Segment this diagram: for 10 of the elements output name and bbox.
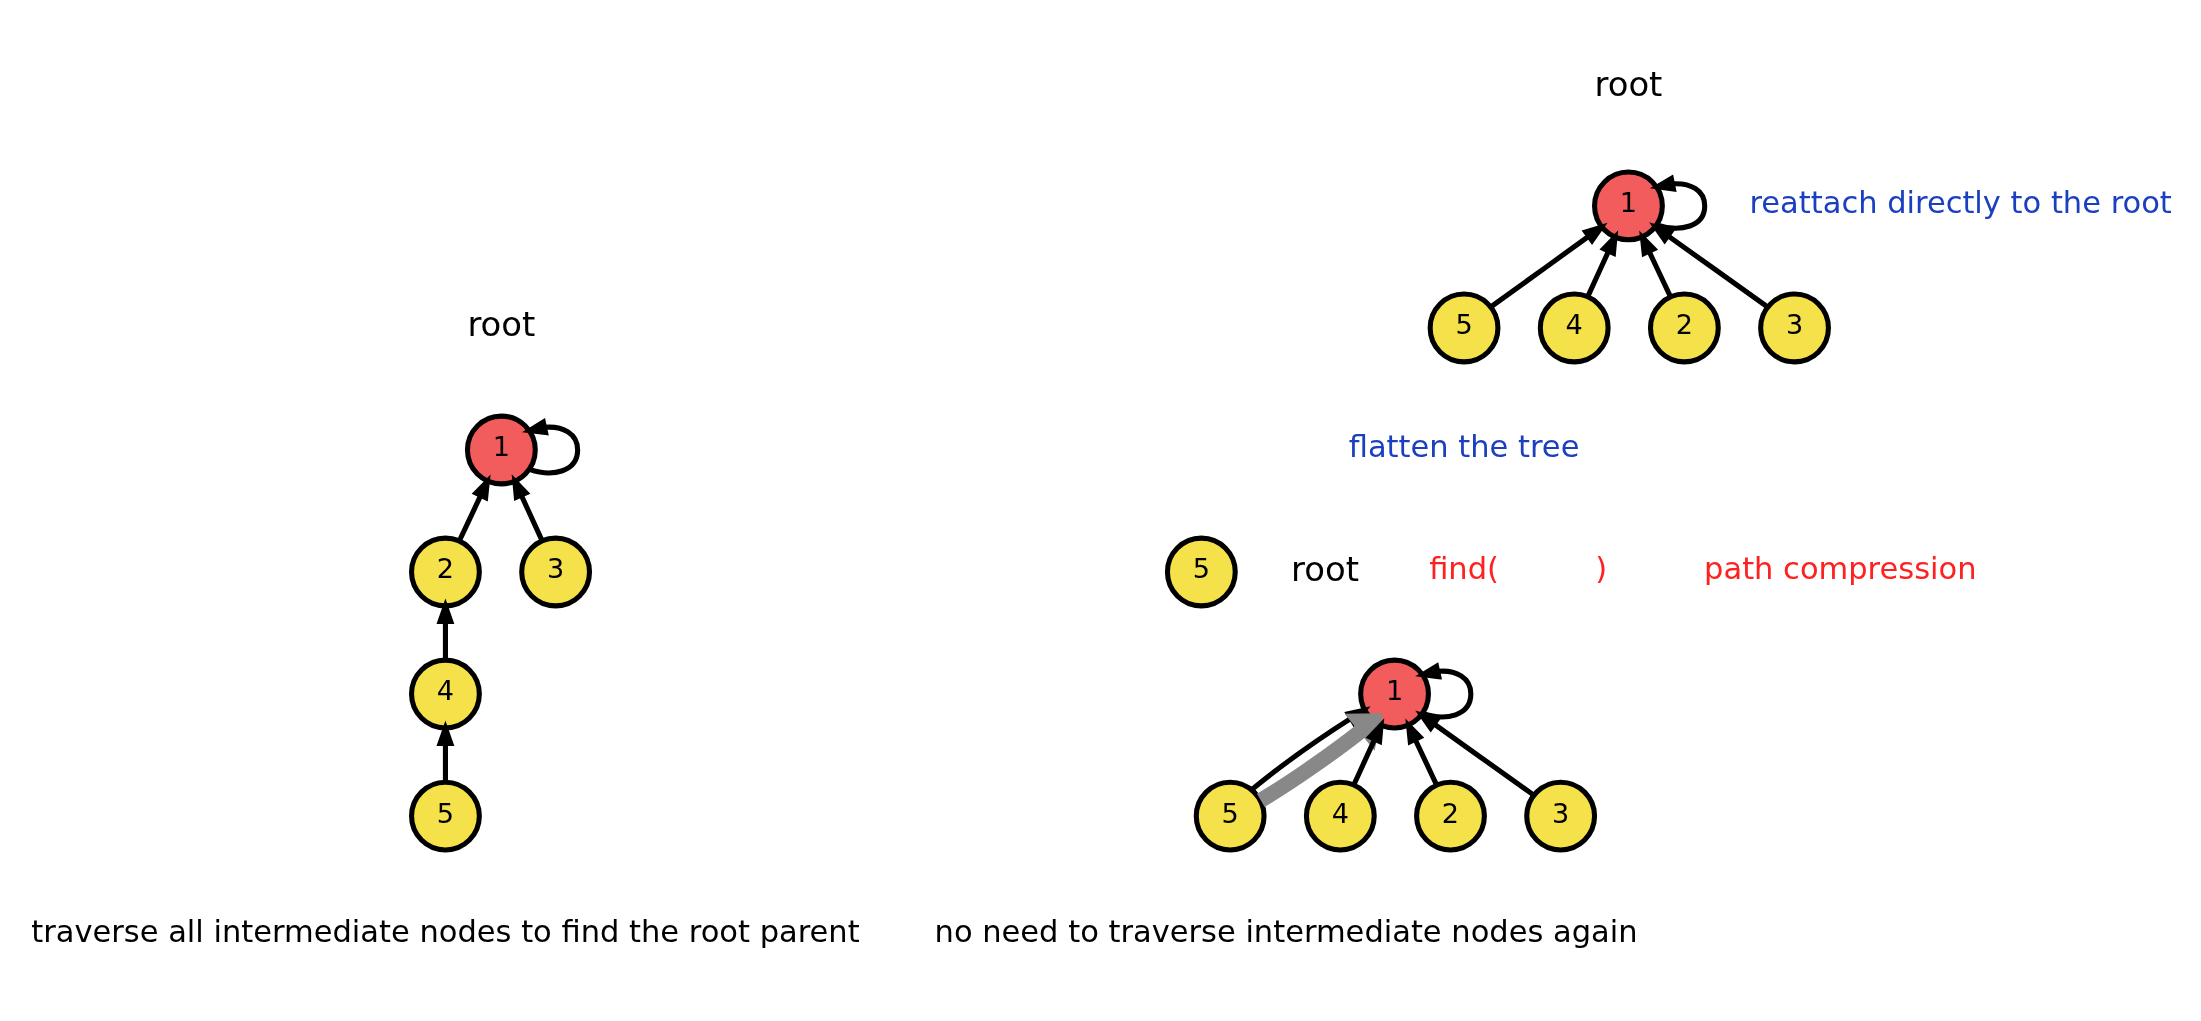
node-label: root: [1291, 548, 1360, 588]
label: ): [1595, 550, 1608, 586]
label: path compression: [1704, 550, 1977, 586]
label: no need to traverse intermediate nodes again: [934, 913, 1638, 949]
node-label: root: [467, 304, 536, 344]
label: flatten the tree: [1348, 428, 1580, 464]
label: traverse all intermediate nodes to find the root parent: [31, 913, 860, 949]
label: find(: [1429, 550, 1499, 586]
label: reattach directly to the root: [1749, 184, 2172, 220]
node-label: root: [1594, 64, 1663, 104]
